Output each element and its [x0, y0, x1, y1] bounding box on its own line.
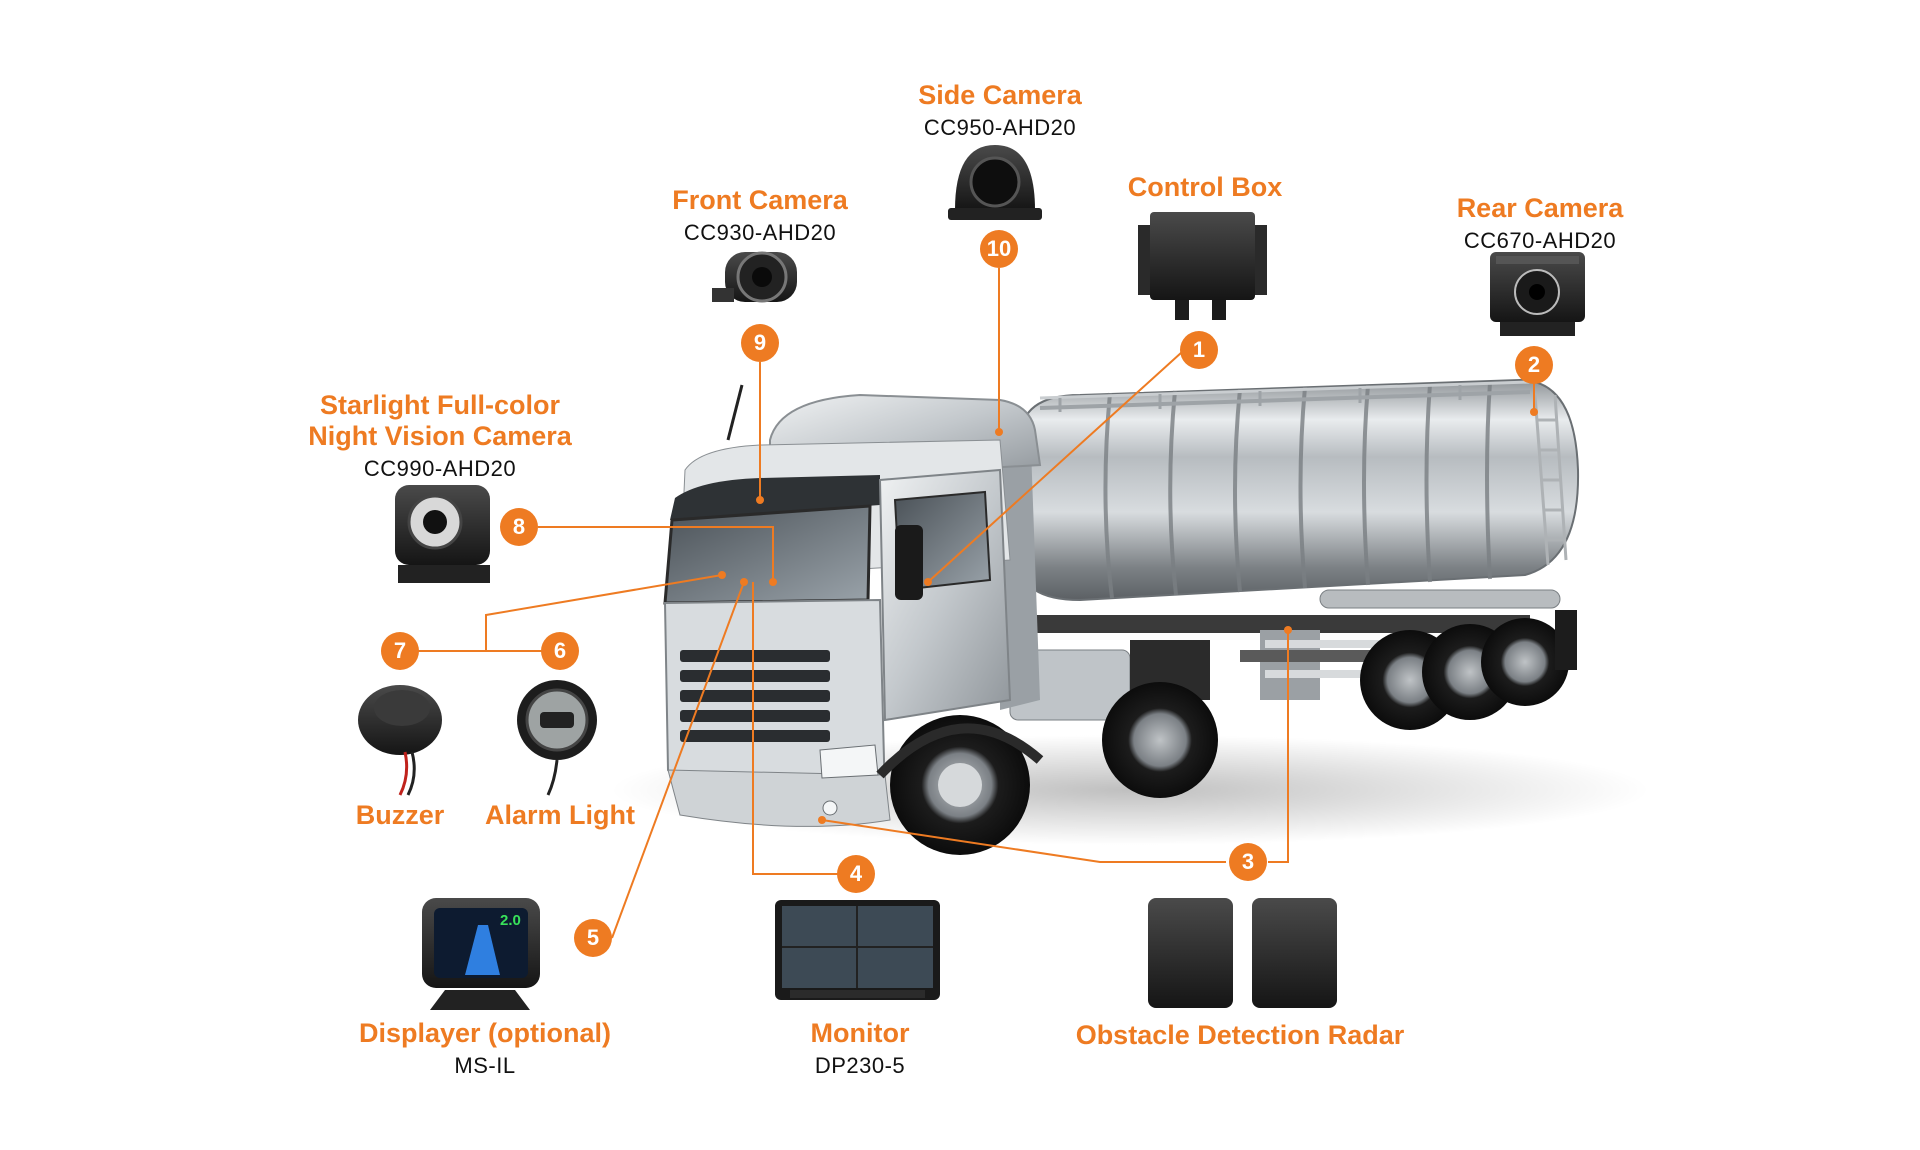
radar-title: Obstacle Detection Radar: [1075, 1020, 1405, 1050]
control-box-label: Control Box: [1105, 172, 1305, 203]
truck-cab: [663, 384, 1218, 855]
side-camera-image: [948, 145, 1042, 220]
displayer-label: Displayer (optional) MS-IL: [335, 1018, 635, 1078]
displayer-image: 2.0: [422, 898, 540, 1010]
night-camera-model: CC990-AHD20: [363, 456, 517, 482]
side-camera-model: CC950-AHD20: [923, 115, 1077, 141]
side-camera-title: Side Camera: [918, 80, 1082, 110]
badge-7: 7: [381, 632, 419, 670]
night-camera-title-line1: Starlight Full-color: [320, 390, 560, 420]
badge-9: 9: [741, 324, 779, 362]
monitor-label: Monitor DP230-5: [770, 1018, 950, 1078]
rear-camera-model: CC670-AHD20: [1463, 228, 1617, 254]
radar-label: Obstacle Detection Radar: [1070, 1020, 1410, 1051]
badge-8: 8: [500, 508, 538, 546]
monitor-image: [775, 900, 940, 1000]
night-camera-label: Starlight Full-color Night Vision Camera…: [290, 390, 590, 481]
buzzer-title: Buzzer: [355, 800, 445, 830]
front-camera-model: CC930-AHD20: [683, 220, 837, 246]
control-box-image: [1138, 212, 1267, 320]
front-camera-image: [712, 251, 797, 303]
badge-5: 5: [574, 919, 612, 957]
badge-3: 3: [1229, 843, 1267, 881]
rear-camera-label: Rear Camera CC670-AHD20: [1420, 193, 1660, 253]
connector-lines: [412, 268, 1535, 939]
front-camera-title: Front Camera: [672, 185, 848, 215]
side-camera-label: Side Camera CC950-AHD20: [880, 80, 1120, 140]
badge-4: 4: [837, 855, 875, 893]
displayer-title: Displayer (optional): [358, 1018, 612, 1048]
buzzer-image: [358, 685, 442, 796]
badge-6: 6: [541, 632, 579, 670]
tank-trailer: [1010, 378, 1580, 730]
control-box-title: Control Box: [1127, 172, 1283, 202]
rear-camera-image: [1490, 252, 1585, 336]
buzzer-label: Buzzer: [340, 800, 460, 831]
badge-1: 1: [1180, 331, 1218, 369]
radar-image: [1148, 898, 1337, 1008]
monitor-title: Monitor: [810, 1018, 910, 1048]
displayer-screen-value: 2.0: [500, 912, 521, 929]
alarm-light-label: Alarm Light: [470, 800, 650, 831]
night-camera-title-line2: Night Vision Camera: [308, 421, 572, 452]
night-camera-image: [395, 485, 490, 583]
rear-camera-title: Rear Camera: [1456, 193, 1624, 223]
badge-2: 2: [1515, 346, 1553, 384]
front-camera-label: Front Camera CC930-AHD20: [645, 185, 875, 245]
displayer-model: MS-IL: [454, 1053, 516, 1079]
alarm-light-image: [517, 680, 597, 796]
alarm-light-title: Alarm Light: [484, 800, 635, 830]
badge-10: 10: [980, 230, 1018, 268]
monitor-model: DP230-5: [814, 1053, 906, 1079]
